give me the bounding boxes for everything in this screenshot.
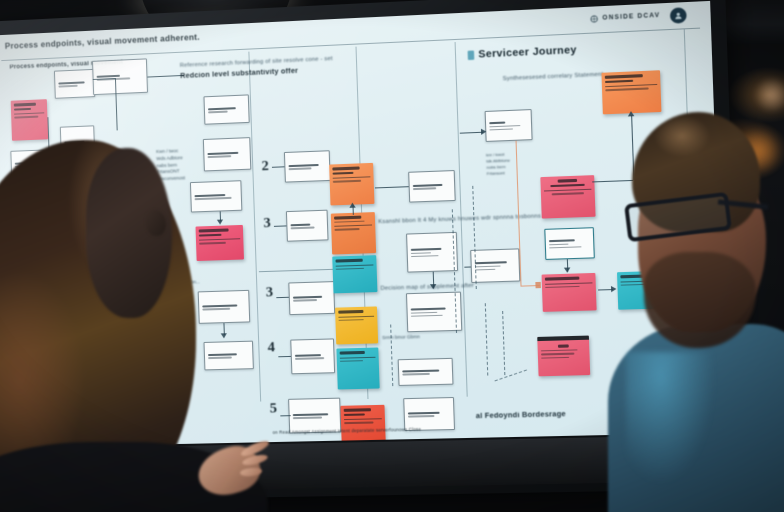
section-title-text: Serviceer Journey xyxy=(478,45,577,61)
display-screen[interactable]: Process endpoints, visual movement adher… xyxy=(0,1,725,448)
panel-separator xyxy=(684,29,697,385)
sticky-note[interactable] xyxy=(196,225,244,261)
panel-heading: Redcion level substantivity offer xyxy=(180,68,298,80)
process-box[interactable] xyxy=(290,338,335,374)
connector xyxy=(460,132,483,134)
sticky-note[interactable] xyxy=(601,70,661,114)
connector xyxy=(631,115,635,180)
dashed-connector xyxy=(485,303,489,375)
arrow-up xyxy=(349,202,355,207)
row-number: 2 xyxy=(261,159,269,176)
sticky-note[interactable] xyxy=(617,271,673,310)
handwritten-annotation: knr / kwot tdk AMbtorw nobs bern Frtanso… xyxy=(486,151,510,177)
process-box[interactable] xyxy=(485,109,533,142)
connector xyxy=(274,225,286,227)
process-box[interactable] xyxy=(406,232,458,273)
section-marker-icon xyxy=(468,50,475,60)
arrow-down xyxy=(430,284,437,289)
wall-display[interactable]: Process endpoints, visual movement adher… xyxy=(0,0,742,502)
process-box[interactable] xyxy=(198,290,251,324)
dashed-connector xyxy=(494,369,527,381)
row-number: 3 xyxy=(266,285,274,302)
arrow-down xyxy=(564,267,571,272)
handwritten-annotation: Srmn bmor Gbmn xyxy=(382,334,420,342)
dashed-connector xyxy=(502,311,505,375)
row-number: 5 xyxy=(269,401,277,417)
process-box[interactable] xyxy=(54,69,95,99)
panel-note-label: Reference research forwarding of site re… xyxy=(180,56,333,69)
sticky-note[interactable] xyxy=(329,163,374,206)
process-box[interactable] xyxy=(10,149,45,178)
user-avatar-icon xyxy=(673,11,683,21)
arrow-down xyxy=(221,333,227,338)
process-box[interactable] xyxy=(470,248,520,283)
process-box[interactable] xyxy=(544,227,595,260)
sticky-note[interactable] xyxy=(15,292,52,327)
section-title: Serviceer Journey xyxy=(468,45,577,61)
handwritten-annotation: Kwn / twoc Wds Adbtore nabs bern FrtansO… xyxy=(156,148,185,183)
row-number: 3 xyxy=(263,216,271,233)
arrow-up xyxy=(628,111,635,116)
process-box[interactable] xyxy=(288,281,335,315)
warm-light-bokeh xyxy=(755,78,784,112)
arrow-right xyxy=(481,128,487,134)
board-footer-label: al Fedoyndi Bordesrage xyxy=(476,411,566,420)
process-box[interactable] xyxy=(284,150,331,182)
connector xyxy=(272,166,284,168)
connector xyxy=(147,75,184,78)
process-box[interactable] xyxy=(60,125,95,161)
handwritten-annotation: wbnr wrt'sGbn... xyxy=(167,279,200,287)
connector xyxy=(276,297,288,299)
process-box[interactable] xyxy=(203,137,251,171)
sticky-note[interactable] xyxy=(542,273,597,312)
sticky-note[interactable] xyxy=(537,336,590,377)
arrow-down xyxy=(217,220,223,225)
sticky-note[interactable] xyxy=(336,347,379,389)
connector xyxy=(375,186,409,188)
arrow-right xyxy=(535,282,541,288)
process-box[interactable] xyxy=(12,186,47,211)
connector xyxy=(278,356,290,358)
process-box[interactable] xyxy=(92,58,148,95)
panel-note-label: Ksanshl bbon It 4 My knuws hnuwes wdr sp… xyxy=(378,212,552,227)
row-number: 4 xyxy=(267,340,275,356)
connector xyxy=(592,180,633,183)
warm-light-bokeh xyxy=(735,128,781,174)
arrow-right xyxy=(611,286,617,292)
sticky-note[interactable] xyxy=(540,175,595,218)
sticky-note[interactable] xyxy=(332,255,377,293)
section-subtitle: Synthesesesed correlary Statement xyxy=(503,71,604,85)
connector xyxy=(280,415,290,416)
process-box[interactable] xyxy=(203,94,249,124)
whiteboard-canvas[interactable]: Process endpoints, visual movement adher… xyxy=(0,1,725,448)
brand-name: ONSIDE DCAV xyxy=(602,13,660,22)
process-box[interactable] xyxy=(190,180,242,212)
sticky-note[interactable] xyxy=(331,212,376,254)
process-box[interactable] xyxy=(408,170,456,203)
connector xyxy=(464,266,470,267)
process-box[interactable] xyxy=(398,358,454,386)
sticky-note[interactable] xyxy=(11,99,48,141)
connector xyxy=(47,117,50,157)
process-box[interactable] xyxy=(286,210,329,242)
process-box[interactable] xyxy=(203,341,253,371)
compass-icon xyxy=(589,15,598,24)
process-box[interactable] xyxy=(13,230,54,261)
sticky-note[interactable] xyxy=(335,306,378,344)
